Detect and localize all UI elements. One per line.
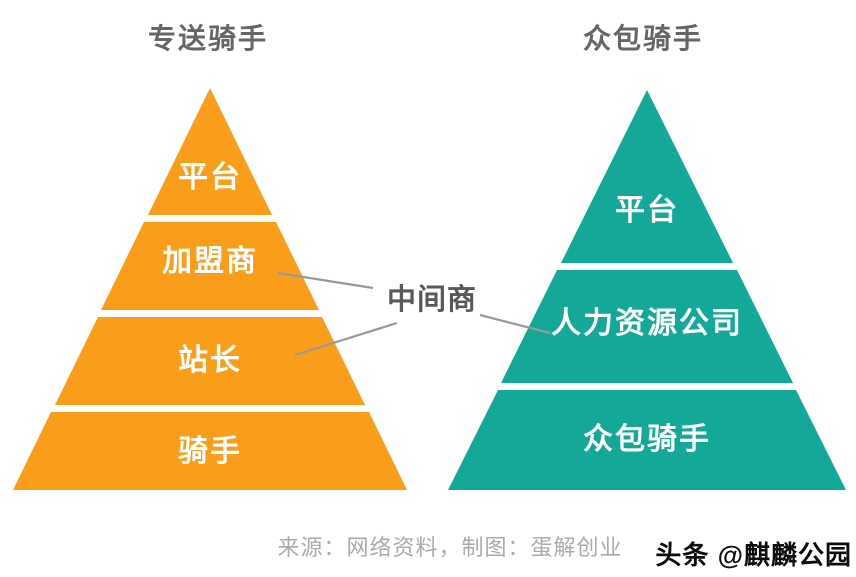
right-segment-crowdsource-rider bbox=[448, 390, 846, 490]
left-segment-platform bbox=[148, 88, 272, 215]
left-segment-station-master bbox=[55, 317, 365, 405]
left-pyramid-title: 专送骑手 bbox=[147, 23, 268, 54]
right-pyramid-title: 众包骑手 bbox=[582, 23, 703, 54]
watermark-toutiao-qilin-park: 头条 @麒麟公园 bbox=[655, 540, 852, 570]
middleman-label: 中间商 bbox=[386, 284, 477, 316]
source-note: 来源：网络资料，制图：蛋解创业 bbox=[277, 535, 623, 560]
connector-franchisee-to-middleman bbox=[277, 271, 374, 290]
right-segment-platform bbox=[561, 90, 733, 263]
left-segment-franchisee bbox=[101, 222, 319, 310]
right-segment-hr-company bbox=[501, 270, 793, 383]
connector-station-master-to-middleman bbox=[294, 321, 398, 357]
connector-middleman-to-hr-company bbox=[479, 313, 551, 335]
left-segment-rider bbox=[13, 412, 407, 490]
